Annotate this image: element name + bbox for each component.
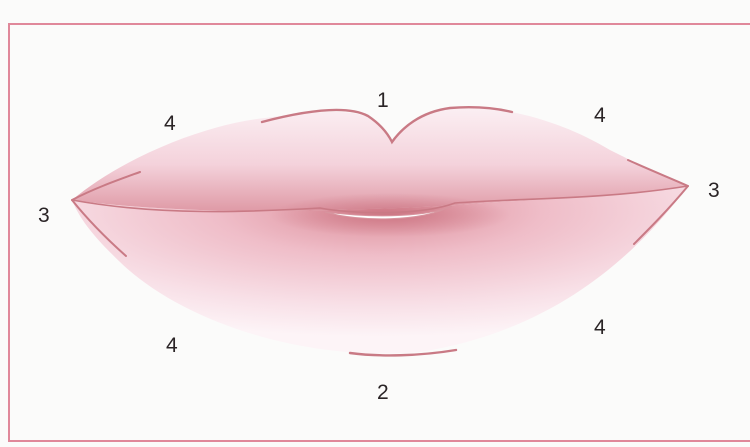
label-1-top-center: 1 bbox=[377, 89, 389, 112]
label-3-left-corner: 3 bbox=[38, 204, 50, 227]
mouth-shadow bbox=[270, 193, 510, 237]
label-4-lower-left: 4 bbox=[166, 334, 178, 357]
label-4-upper-left: 4 bbox=[164, 112, 176, 135]
label-4-lower-right: 4 bbox=[594, 316, 606, 339]
label-4-upper-right: 4 bbox=[594, 104, 606, 127]
label-3-right-corner: 3 bbox=[708, 179, 720, 202]
label-2-bottom-center: 2 bbox=[377, 381, 389, 404]
